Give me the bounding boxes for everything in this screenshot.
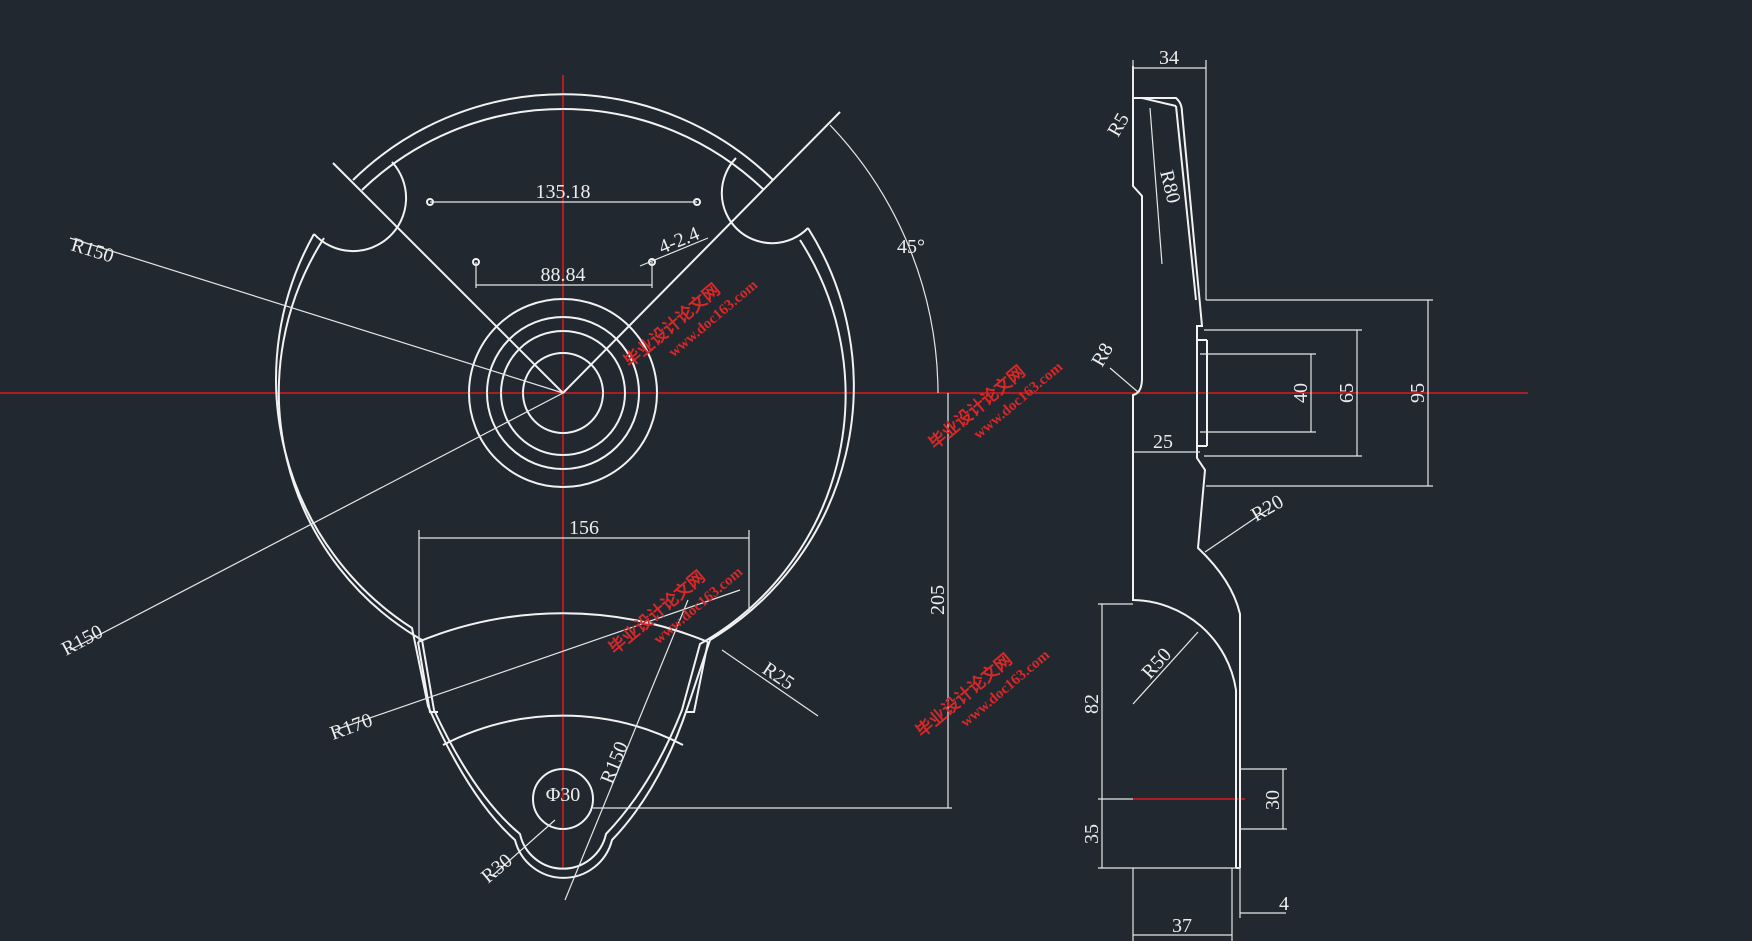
hub-circle-2	[486, 316, 640, 470]
dim-arc-45	[829, 124, 939, 394]
dim-37: 37	[1172, 915, 1192, 937]
dim-95: 95	[1407, 383, 1429, 403]
pin-hole	[532, 768, 594, 830]
outer-contour	[275, 227, 855, 879]
dim-4: 4	[1279, 893, 1289, 915]
front-view-dimensions: 135.18 88.84 4-2.4 45° R150 R150 156 R17…	[58, 124, 952, 901]
sector-arc-inner	[442, 714, 684, 746]
side-top-inner	[1141, 97, 1177, 107]
dim-34: 34	[1159, 47, 1179, 69]
dim-leader-holes	[639, 237, 709, 267]
leader-r50	[1132, 631, 1199, 705]
side-inner-slope	[1175, 105, 1197, 301]
hub-circle-1	[468, 298, 658, 488]
dim-205: 205	[927, 585, 949, 615]
dim-65: 65	[1336, 383, 1358, 403]
side-view	[1132, 66, 1241, 869]
top-rim-inner	[361, 108, 765, 191]
sector-arc-r170	[417, 612, 709, 643]
dim-phi30: Φ30	[546, 784, 581, 806]
center-lines	[0, 75, 1528, 870]
leader-r150-bottom	[564, 599, 689, 901]
notch-right	[720, 157, 809, 245]
leader-r150-top	[69, 237, 564, 394]
notch-left	[313, 161, 408, 253]
dim-45: 45°	[897, 236, 925, 258]
side-profile-back	[1133, 97, 1241, 868]
leader-r8	[1109, 367, 1139, 393]
dim-82: 82	[1081, 694, 1103, 714]
slot-left	[417, 641, 438, 713]
front-view	[275, 93, 855, 879]
leader-r25	[721, 649, 819, 717]
leader-r150-left	[69, 392, 564, 651]
radial-line-right	[562, 111, 841, 394]
hub-circle-3	[500, 330, 626, 456]
side-profile-front	[1132, 66, 1237, 868]
dim-40: 40	[1290, 383, 1312, 403]
dim-35: 35	[1081, 824, 1103, 844]
radial-line-left	[332, 162, 564, 394]
dim-25: 25	[1153, 431, 1173, 453]
hub-circle-4	[522, 352, 604, 434]
leader-r170	[334, 589, 741, 731]
dim-13518: 135.18	[536, 181, 591, 203]
dim-8884: 88.84	[541, 264, 586, 286]
leader-r20	[1204, 507, 1271, 553]
leader-r30	[491, 819, 556, 877]
inner-contour	[277, 237, 847, 870]
slot-right	[686, 641, 709, 713]
top-rim-outer	[352, 93, 774, 181]
dim-156: 156	[569, 517, 599, 539]
leader-r80	[1149, 107, 1163, 265]
dim-30: 30	[1262, 790, 1284, 810]
